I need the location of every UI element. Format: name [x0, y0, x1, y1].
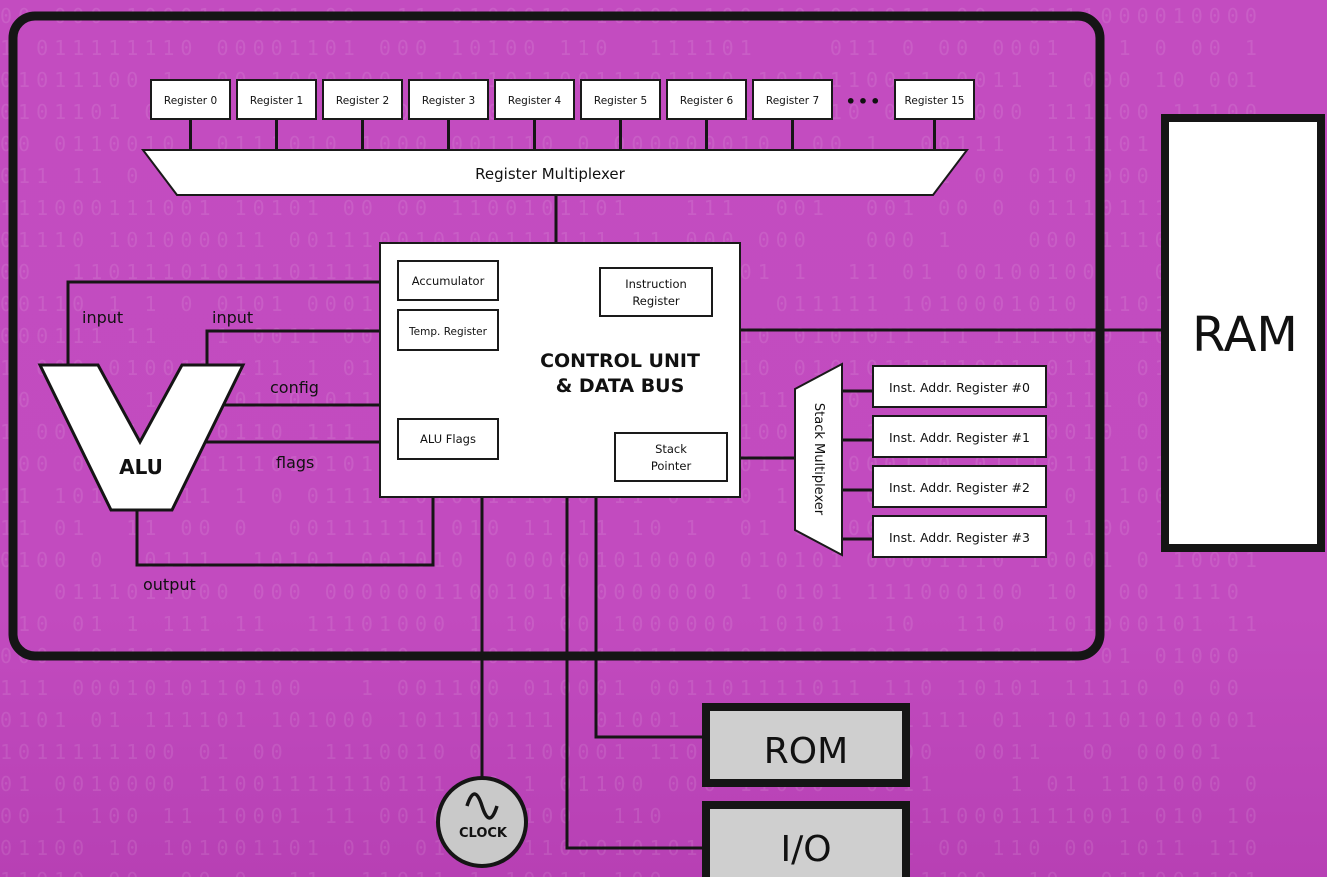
control-unit-title-line1: CONTROL UNIT [540, 350, 700, 372]
register-label: Register 2 [336, 95, 389, 107]
instruction-register-box [599, 267, 713, 317]
inst-addr-register-box [872, 515, 1047, 558]
inst-addr-register-box [872, 415, 1047, 458]
register-multiplexer-label: Register Multiplexer [475, 165, 625, 183]
alu-flags-wire-label: flags [276, 453, 314, 472]
instruction-register-label-2: Register [632, 294, 680, 308]
register-label: Register 5 [594, 95, 647, 107]
rom-box [702, 703, 910, 787]
register-box [322, 79, 403, 120]
io-label: I/O [780, 829, 831, 870]
stack-pointer-box [614, 432, 728, 482]
io-box [702, 801, 910, 877]
ram-box [1161, 114, 1325, 552]
temp-register-label: Temp. Register [408, 326, 488, 338]
register-box [894, 79, 975, 120]
ram-label: RAM [1192, 307, 1298, 363]
clock-label: CLOCK [459, 826, 508, 841]
clock [436, 776, 528, 868]
register-ellipsis: ••• [846, 92, 883, 111]
register-label: Register 4 [508, 95, 562, 107]
register-box [494, 79, 575, 120]
instruction-register-label-1: Instruction [625, 277, 687, 291]
cpu-boundary [8, 11, 1105, 661]
alu-input-left-label: input [82, 308, 123, 327]
rom-label: ROM [764, 731, 848, 772]
stack-pointer-label-1: Stack [655, 442, 687, 456]
stack-multiplexer-label: Stack Multiplexer [811, 403, 826, 516]
register-label: Register 6 [680, 95, 734, 107]
alu-config-label: config [270, 378, 319, 397]
accumulator-label: Accumulator [412, 274, 485, 288]
alu-output-label: output [143, 575, 196, 594]
accumulator-box [397, 260, 499, 301]
register-label: Register 3 [422, 95, 475, 107]
sine-wave-icon [465, 792, 499, 820]
inst-addr-register-label: Inst. Addr. Register #2 [889, 480, 1030, 495]
register-multiplexer [140, 149, 970, 196]
register-box [150, 79, 231, 120]
register-label: Register 1 [250, 95, 303, 107]
temp-register-box [397, 309, 499, 351]
register-box [236, 79, 317, 120]
register-label: Register 7 [766, 95, 819, 107]
register-label: Register 0 [164, 95, 217, 107]
inst-addr-register-label: Inst. Addr. Register #0 [889, 380, 1030, 395]
register-label: Register 15 [905, 95, 965, 107]
inst-addr-register-box [872, 465, 1047, 508]
stack-multiplexer [794, 362, 843, 557]
inst-addr-register-box [872, 365, 1047, 408]
alu-shape [37, 363, 246, 512]
stack-pointer-label-2: Pointer [651, 459, 692, 473]
alu-label: ALU [119, 455, 163, 479]
wires [66, 119, 1165, 850]
alu-flags-box [397, 418, 499, 460]
inst-addr-register-label: Inst. Addr. Register #3 [889, 530, 1030, 545]
register-box [580, 79, 661, 120]
control-unit-title-line2: & DATA BUS [556, 375, 685, 397]
register-box [666, 79, 747, 120]
register-row: Register 0 Register 1 Register 2 Register 3… [150, 79, 975, 120]
alu-input-right-label: input [212, 308, 253, 327]
inst-addr-registers: Inst. Addr. Register #0 Inst. Addr. Regis… [872, 365, 1047, 558]
alu-flags-label: ALU Flags [420, 432, 476, 446]
register-box [752, 79, 833, 120]
inst-addr-register-label: Inst. Addr. Register #1 [889, 430, 1030, 445]
register-box [408, 79, 489, 120]
